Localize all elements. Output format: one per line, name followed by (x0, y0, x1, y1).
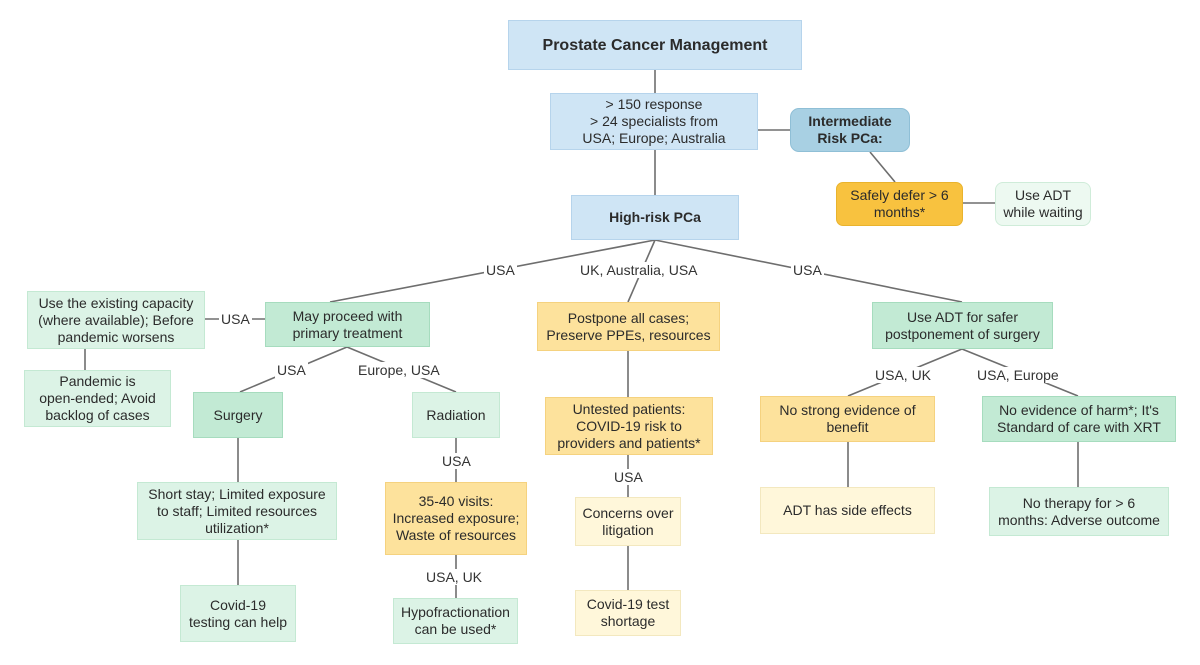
edge-label-usa-radiation: USA (440, 453, 473, 469)
edge-label-europe-usa: Europe, USA (356, 362, 442, 378)
pandemic-open-ended-node: Pandemic is open-ended; Avoid backlog of… (24, 370, 171, 427)
high-risk-pca-node: High-risk PCa (571, 195, 739, 240)
radiation-node: Radiation (412, 392, 500, 438)
edge-label-usa-europe-adt: USA, Europe (975, 367, 1061, 383)
response-specialists-node: > 150 response > 24 specialists from USA… (550, 93, 758, 150)
test-shortage-node: Covid-19 test shortage (575, 590, 681, 636)
intermediate-risk-node: Intermediate Risk PCa: (790, 108, 910, 152)
prostate-cancer-management-node: Prostate Cancer Management (508, 20, 802, 70)
edge-label-usa-uk-hypo: USA, UK (424, 569, 485, 585)
no-therapy-node: No therapy for > 6 months: Adverse outco… (989, 487, 1169, 536)
litigation-node: Concerns over litigation (575, 497, 681, 546)
connector (869, 151, 896, 183)
use-adt-waiting-node: Use ADT while waiting (995, 182, 1091, 226)
covid-testing-node: Covid-19 testing can help (180, 585, 296, 642)
short-stay-node: Short stay; Limited exposure to staff; L… (137, 482, 337, 540)
no-evidence-harm-node: No evidence of harm*; It's Standard of c… (982, 396, 1176, 442)
no-strong-evidence-node: No strong evidence of benefit (760, 396, 935, 442)
postpone-cases-node: Postpone all cases; Preserve PPEs, resou… (537, 302, 720, 351)
untested-patients-node: Untested patients: COVID-19 risk to prov… (545, 397, 713, 455)
hypofractionation-node: Hypofractionation can be used* (393, 598, 518, 644)
visits-node: 35-40 visits: Increased exposure; Waste … (385, 482, 527, 555)
edge-label-usa-uk-adt: USA, UK (873, 367, 934, 383)
may-proceed-node: May proceed with primary treatment (265, 302, 430, 347)
use-adt-safer-node: Use ADT for safer postponement of surger… (872, 302, 1053, 349)
edge-label-usa-right: USA (791, 262, 824, 278)
edge-label-usa-left: USA (484, 262, 517, 278)
surgery-node: Surgery (193, 392, 283, 438)
edge-label-usa-untested: USA (612, 469, 645, 485)
edge-label-uk-australia-usa: UK, Australia, USA (578, 262, 700, 278)
adt-side-effects-node: ADT has side effects (760, 487, 935, 534)
edge-label-usa-capacity: USA (219, 311, 252, 327)
safely-defer-node: Safely defer > 6 months* (836, 182, 963, 226)
edge-label-usa-surgery: USA (275, 362, 308, 378)
existing-capacity-node: Use the existing capacity (where availab… (27, 291, 205, 349)
